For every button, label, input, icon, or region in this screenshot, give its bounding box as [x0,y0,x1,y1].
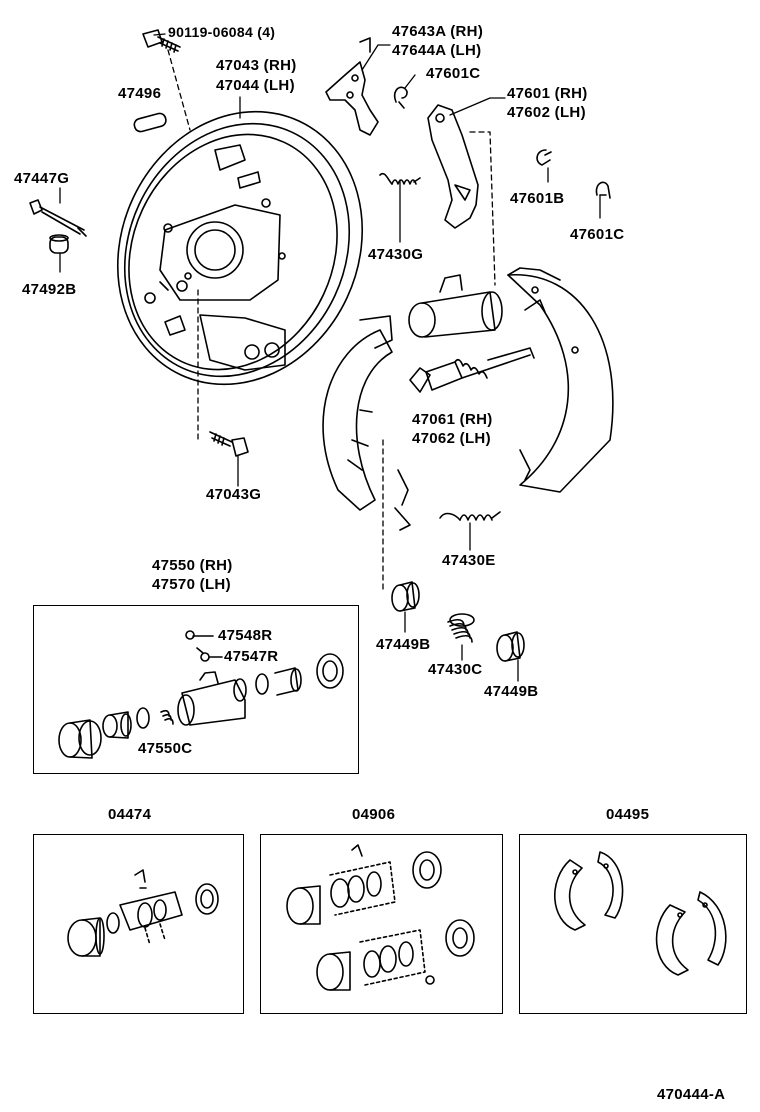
cylinder-exploded-icon [58,630,344,759]
label-clip-c: 47601C [426,65,481,82]
leader-lines [59,33,601,682]
kit-04474-icon [67,869,219,957]
brake-shoe-left-icon [322,315,411,531]
plug-icon [133,112,167,133]
label-spring-c-inner: 47550C [138,740,193,757]
label-plate-lh: 47044 (LH) [216,77,295,94]
adjuster-icon [409,347,535,393]
label-clip-b: 47601B [510,190,565,207]
kit-04474-box [33,834,244,1014]
label-lever-rh: 47643A (RH) [392,23,484,40]
label-strut: 47447G [14,170,70,187]
kit-04495-icon [554,851,727,976]
label-kit-c: 04495 [606,806,650,823]
label-plug: 47496 [118,85,162,102]
label-bleeder-cap: 47548R [218,627,273,644]
cup-right-icon [496,631,525,662]
kit-04906-box [260,834,503,1014]
parking-lever-icon [325,37,379,136]
clip-b-icon [536,149,552,166]
diagram-code: 470444-A [657,1086,726,1103]
backing-plate-icon [116,110,364,386]
label-spring-g: 47430G [368,246,424,263]
bolt-47043g-icon [209,431,249,457]
label-cup-right: 47449B [484,683,539,700]
label-spring-c: 47430C [428,661,483,678]
label-kit-a: 04474 [108,806,152,823]
kit-04495-box [519,834,747,1014]
spring-e-icon [439,511,501,521]
kit-04906-icon [286,844,475,991]
brake-shoe-right-icon [507,267,614,493]
strut-rod-icon [29,199,87,237]
clip-icon [393,86,408,109]
label-spring-e: 47430E [442,552,496,569]
label-adjuster-lh: 47062 (LH) [412,430,491,447]
label-boot: 47492B [22,281,77,298]
cylinder-assembly-box [33,605,359,774]
label-clip-c2: 47601C [570,226,625,243]
label-adj-lever-rh: 47601 (RH) [507,85,588,102]
cup-icon [391,581,420,612]
bolt-icon [142,29,181,53]
label-kit-b: 04906 [352,806,396,823]
label-adjuster-rh: 47061 (RH) [412,411,493,428]
label-adj-lever-lh: 47602 (LH) [507,104,586,121]
adjusting-lever-icon [427,104,479,229]
label-cyl-rh: 47550 (RH) [152,557,233,574]
label-lever-lh: 47644A (LH) [392,42,482,59]
spring-c-icon [447,613,475,643]
clip-c-icon [595,181,611,199]
label-plate-rh: 47043 (RH) [216,57,297,74]
label-cyl-lh: 47570 (LH) [152,576,231,593]
spring-g-icon [379,172,421,185]
label-bolt-90119: 90119-06084 (4) [168,24,276,40]
wheel-cylinder-icon [408,274,503,338]
boot-icon [49,234,69,254]
label-bolt-47043g: 47043G [206,486,262,503]
label-cup-left: 47449B [376,636,431,653]
label-bleeder-plug: 47547R [224,648,279,665]
